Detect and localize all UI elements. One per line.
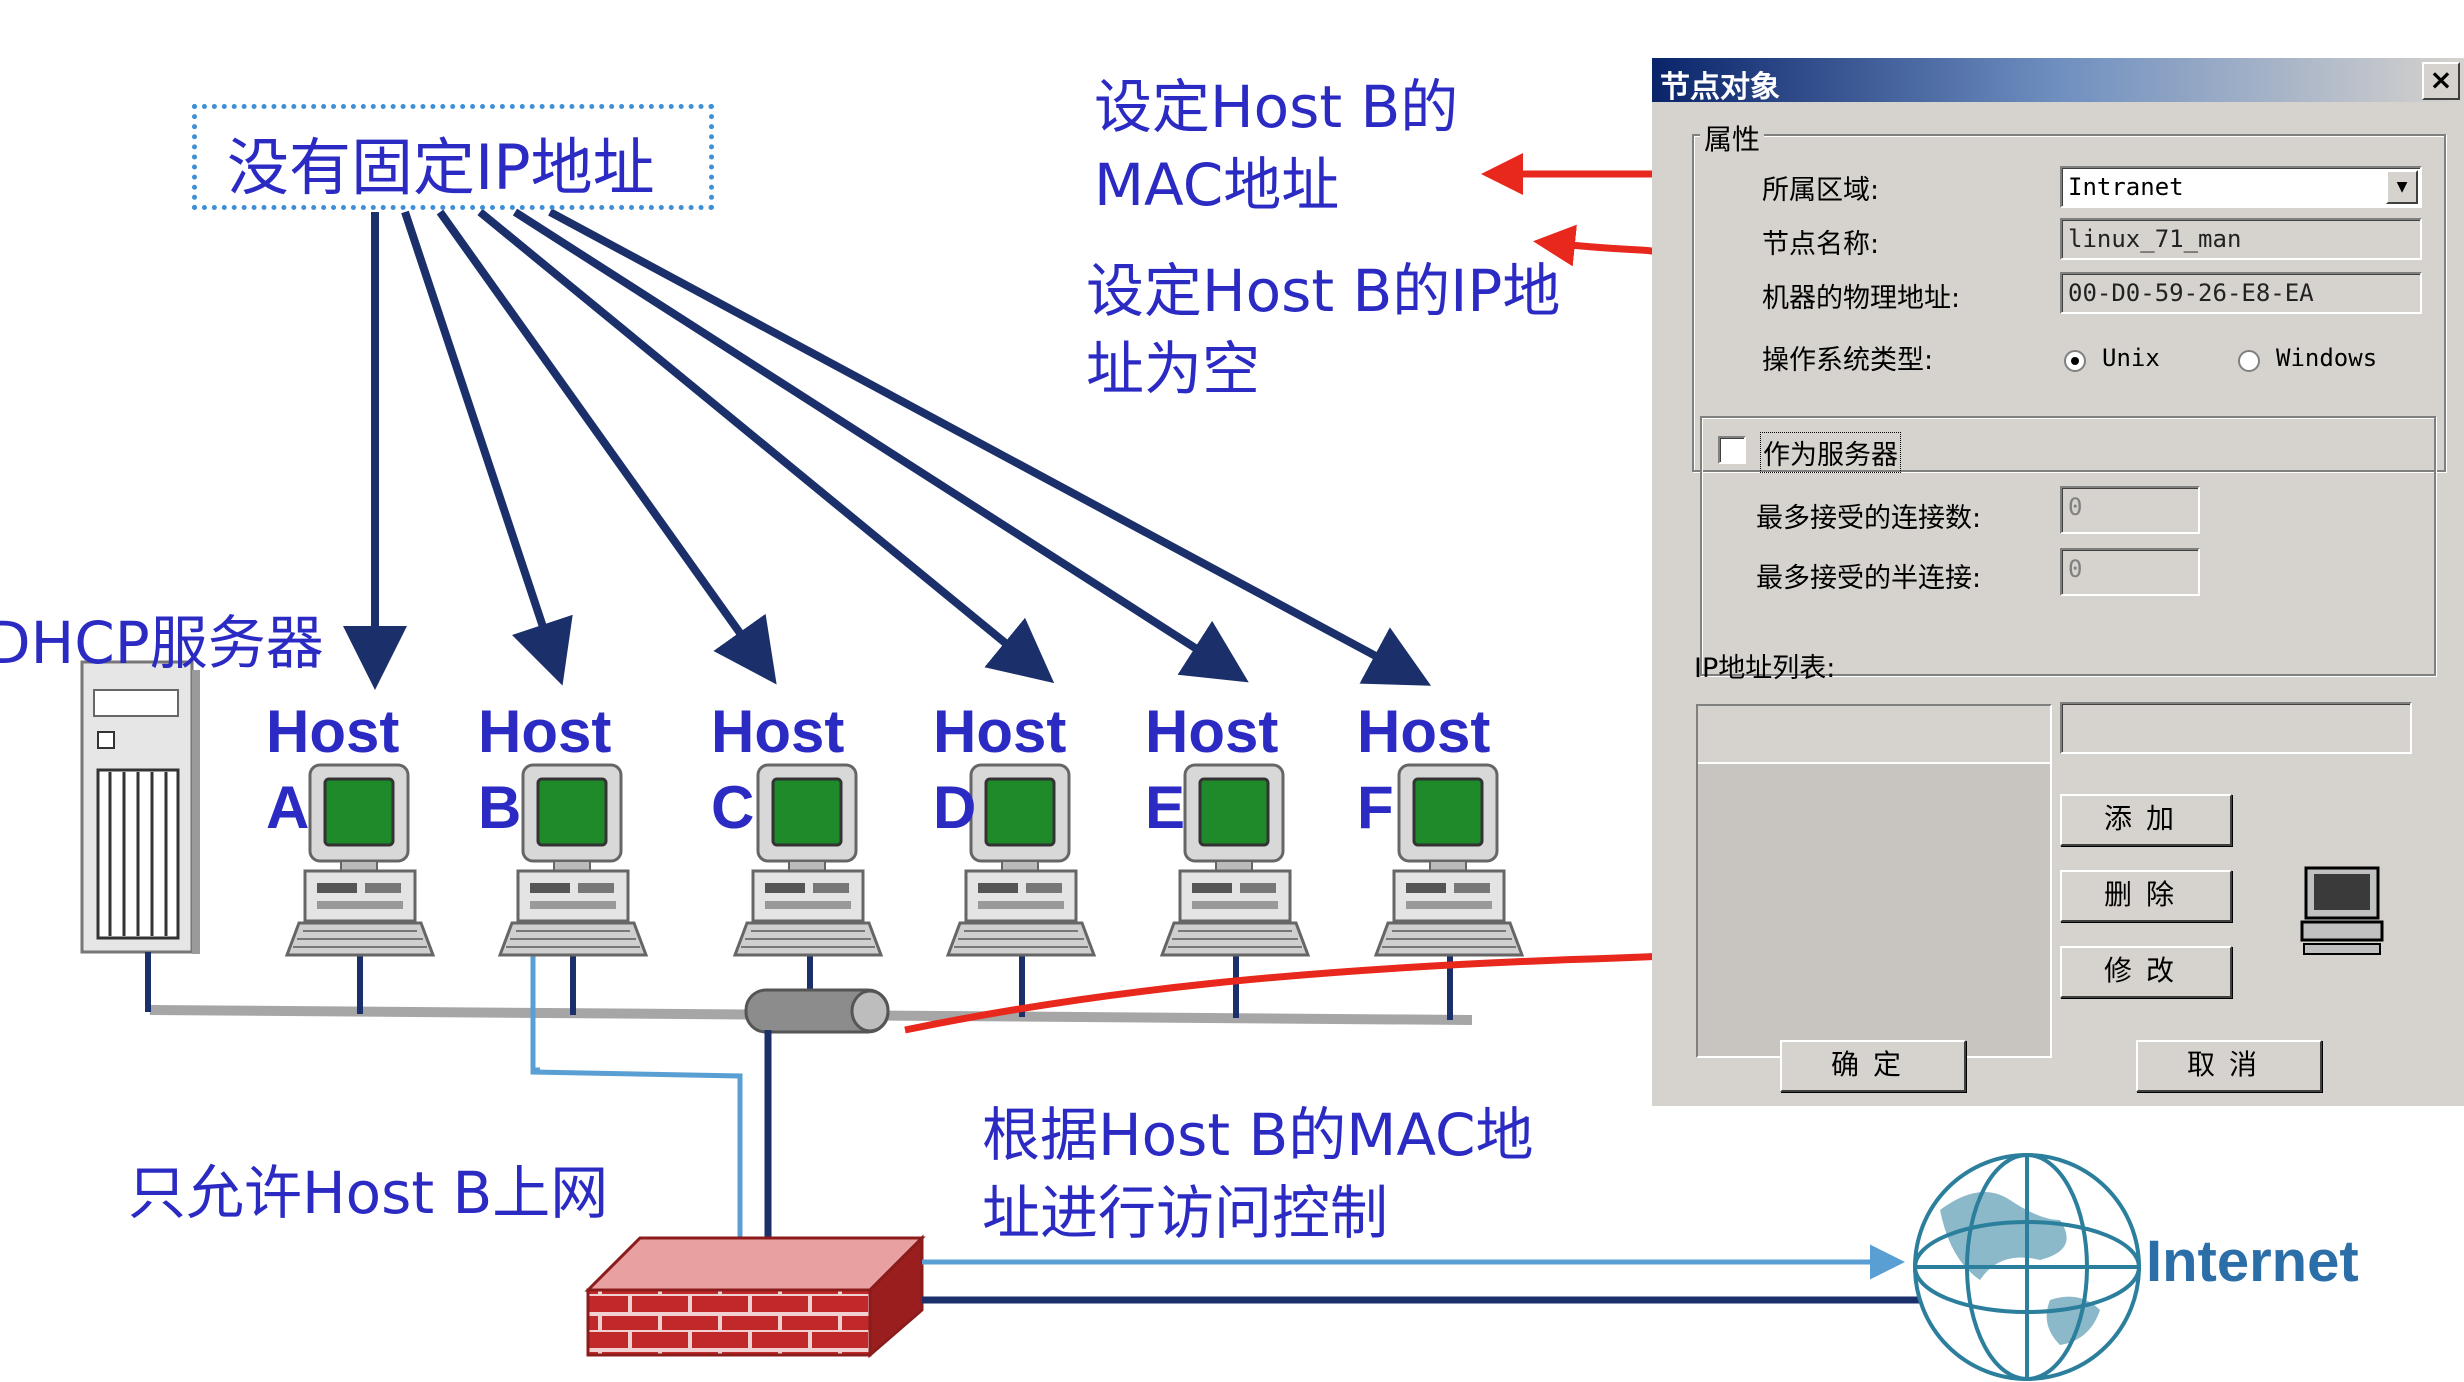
- max-conn-label: 最多接受的连接数:: [1756, 503, 1982, 534]
- mac-address-label: 机器的物理地址:: [1762, 283, 1961, 314]
- dialog-titlebar: [1652, 58, 2464, 102]
- node-name-field[interactable]: linux_71_man: [2060, 218, 2422, 260]
- attribute-group-label: 属性: [1700, 118, 1765, 158]
- close-button[interactable]: ×: [2422, 62, 2460, 100]
- os-windows-radio[interactable]: [2238, 350, 2260, 372]
- os-unix-radio[interactable]: [2064, 350, 2086, 372]
- mac-address-field[interactable]: 00-D0-59-26-E8-EA: [2060, 272, 2422, 314]
- computer-icon: [2300, 866, 2384, 955]
- zone-select[interactable]: Intranet ▼: [2060, 166, 2422, 208]
- globe-icon: [1913, 1153, 2141, 1381]
- host-computer-icon: [732, 763, 884, 957]
- host-computer-icon: [1159, 763, 1311, 957]
- delete-button[interactable]: 删除: [2060, 870, 2232, 922]
- set-ip-note: 设定Host B的IP地 址为空: [1086, 257, 1561, 403]
- only-allow-note: 只允许Host B上网: [128, 1159, 609, 1227]
- zone-label: 所属区域:: [1762, 175, 1880, 206]
- add-button[interactable]: 添加: [2060, 794, 2232, 846]
- ip-address-list[interactable]: [1696, 704, 2052, 1058]
- modify-button[interactable]: 修改: [2060, 946, 2232, 998]
- server-group: [1700, 416, 2436, 676]
- ip-address-input[interactable]: [2060, 702, 2412, 754]
- host-computer-icon: [497, 763, 649, 957]
- internet-label: Internet: [2146, 1229, 2359, 1294]
- host-computer-icon: [945, 763, 1097, 957]
- node-name-label: 节点名称:: [1762, 229, 1880, 260]
- ok-button[interactable]: 确定: [1780, 1040, 1966, 1092]
- dhcp-server-label: DHCP服务器: [0, 609, 324, 677]
- host-computer-icon: [284, 763, 436, 957]
- host-computer-icon: [1373, 763, 1525, 957]
- max-half-conn-field[interactable]: 0: [2060, 548, 2200, 596]
- cancel-button[interactable]: 取消: [2136, 1040, 2322, 1092]
- dialog-title: 节点对象: [1660, 70, 1780, 105]
- os-windows-label: Windows: [2276, 344, 2378, 372]
- os-type-label: 操作系统类型:: [1762, 345, 1934, 376]
- node-object-dialog: 节点对象 × 属性 所属区域: Intranet ▼ 节点名称: linux_7…: [1652, 58, 2464, 1106]
- hub-icon: [744, 988, 890, 1034]
- no-fixed-ip-label: 没有固定IP地址: [227, 131, 655, 204]
- as-server-checkbox[interactable]: [1718, 436, 1746, 464]
- set-mac-note: 设定Host B的 MAC地址: [1094, 73, 1459, 219]
- os-unix-label: Unix: [2102, 344, 2160, 372]
- no-fixed-ip-box: 没有固定IP地址: [192, 104, 714, 210]
- attribute-group: [1692, 134, 2446, 472]
- host-b-path: [530, 925, 758, 1285]
- host-computers: [284, 763, 1525, 957]
- ip-list-label: IP地址列表:: [1694, 653, 1836, 684]
- max-conn-field[interactable]: 0: [2060, 486, 2200, 534]
- dhcp-server-icon: [80, 660, 200, 954]
- as-server-label: 作为服务器: [1760, 432, 1901, 473]
- firewall-icon: [584, 1234, 926, 1359]
- chevron-down-icon[interactable]: ▼: [2386, 170, 2418, 204]
- max-half-conn-label: 最多接受的半连接:: [1756, 563, 1982, 594]
- assignment-arrows: [343, 208, 1432, 690]
- access-control-note: 根据Host B的MAC地 址进行访问控制: [982, 1101, 1534, 1247]
